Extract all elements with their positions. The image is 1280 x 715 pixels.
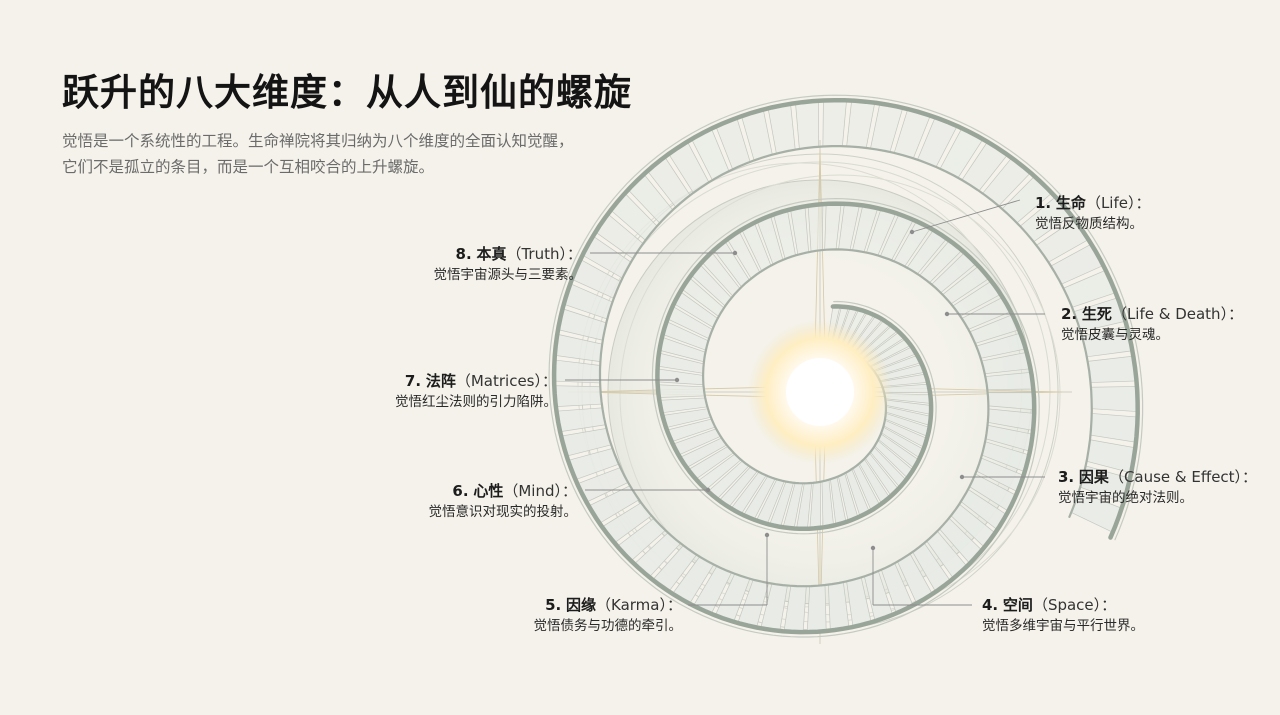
- dimension-label-karma: 5. 因缘（Karma）： 觉悟债务与功德的牵引。: [533, 596, 683, 634]
- outer-rail: [551, 97, 1140, 635]
- dimension-name: 法阵: [425, 372, 456, 390]
- subtitle-line-1: 觉悟是一个系统性的工程。生命禅院将其归纳为八个维度的全面认知觉醒，: [62, 132, 574, 150]
- dimension-name: 本真: [476, 245, 507, 263]
- dimension-desc: 觉悟红尘法则的引力陷阱。: [395, 394, 557, 410]
- subtitle-line-2: 它们不是孤立的条目，而是一个互相咬合的上升螺旋。: [62, 158, 435, 176]
- stair-step: [806, 584, 827, 633]
- dimension-name: 心性: [473, 482, 504, 500]
- spiral-rails: [548, 94, 1144, 638]
- leader-dots: [674, 229, 965, 551]
- page-title: 跃升的八大维度：从人到仙的螺旋: [62, 70, 632, 114]
- leader-lines: [565, 199, 1045, 606]
- dimension-label-life-death: 2. 生死（Life & Death）： 觉悟皮囊与灵魂。: [1061, 305, 1244, 343]
- outer-rail-highlight: [548, 94, 1144, 638]
- dimension-label-mind: 6. 心性（Mind）： 觉悟意识对现实的投射。: [428, 482, 578, 520]
- stair-step: [1090, 413, 1138, 443]
- dimension-desc: 觉悟反物质结构。: [1035, 216, 1143, 232]
- dimension-desc: 觉悟宇宙的绝对法则。: [1058, 490, 1193, 506]
- dimension-desc: 觉悟债务与功德的牵引。: [533, 618, 683, 634]
- stair-step: [553, 359, 601, 384]
- stair-step: [767, 103, 796, 155]
- stair-step: [1087, 355, 1137, 383]
- stair-step: [553, 385, 603, 407]
- dimension-name: 因缘: [566, 596, 597, 614]
- inner-rail: [598, 145, 1093, 588]
- stair-step: [807, 203, 824, 253]
- central-light-core: [786, 358, 854, 426]
- page-subtitle: 觉悟是一个系统性的工程。生命禅院将其归纳为八个维度的全面认知觉醒， 它们不是孤立…: [62, 128, 662, 180]
- dimension-name: 空间: [1002, 596, 1033, 614]
- stair-step: [822, 100, 847, 147]
- dimension-desc: 觉悟多维宇宙与平行世界。: [982, 618, 1144, 634]
- stair-step: [795, 100, 819, 150]
- dimension-name: 生死: [1081, 305, 1112, 323]
- dimension-name: 因果: [1078, 468, 1109, 486]
- stair-step: [556, 407, 606, 433]
- stair-step: [846, 100, 876, 149]
- stair-step: [1090, 386, 1139, 412]
- dimension-name: 生命: [1055, 194, 1086, 212]
- dimension-desc: 觉悟意识对现实的投射。: [428, 504, 578, 520]
- stair-step: [657, 384, 706, 398]
- dimension-label-cause-effect: 3. 因果（Cause & Effect）： 觉悟宇宙的绝对法则。: [1058, 468, 1258, 506]
- dimension-label-truth: 8. 本真（Truth）： 觉悟宇宙源头与三要素。: [433, 245, 583, 283]
- dimension-label-space: 4. 空间（Space）： 觉悟多维宇宙与平行世界。: [982, 596, 1144, 634]
- dimension-label-life: 1. 生命（Life）： 觉悟反物质结构。: [1035, 194, 1151, 232]
- dimension-desc: 觉悟皮囊与灵魂。: [1061, 327, 1169, 343]
- dimension-label-matrices: 7. 法阵（Matrices）： 觉悟红尘法则的引力陷阱。: [395, 372, 557, 410]
- dimension-desc: 觉悟宇宙源头与三要素。: [433, 267, 583, 283]
